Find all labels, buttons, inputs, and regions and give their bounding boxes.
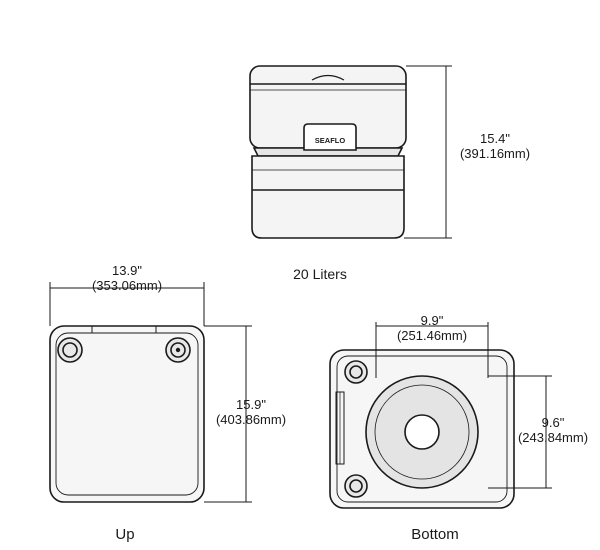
- bottom-height-label: 9.6" (243.84mm): [508, 415, 598, 446]
- side-height-dimension: [404, 65, 452, 239]
- up-depth-mm: (403.86mm): [215, 411, 287, 427]
- bottom-view-caption: Bottom: [411, 526, 459, 543]
- brand-logo-text: SEAFLO: [315, 136, 346, 145]
- capacity-label: 20 Liters: [293, 266, 347, 282]
- up-view-tank: [49, 325, 205, 503]
- side-height-label: 15.4" (391.16mm): [455, 131, 535, 162]
- bottom-width-dimension: [375, 322, 489, 378]
- bottom-width-label: 9.9" (251.46mm): [382, 313, 482, 344]
- side-view-tank: [249, 65, 407, 239]
- side-height-inches: 15.4": [480, 131, 510, 146]
- up-depth-label: 15.9" (403.86mm): [206, 397, 296, 428]
- up-width-inches: 13.9": [112, 263, 142, 278]
- up-width-dimension: [49, 282, 205, 326]
- bottom-height-inches: 9.6": [541, 415, 565, 430]
- bottom-width-mm: (251.46mm): [396, 327, 468, 343]
- up-width-label: 13.9" (353.06mm): [72, 263, 182, 294]
- bottom-height-mm: (243.84mm): [517, 429, 589, 445]
- up-depth-inches: 15.9": [236, 397, 266, 412]
- up-view-caption: Up: [115, 526, 135, 543]
- up-width-mm: (353.06mm): [91, 277, 163, 293]
- bottom-view-tank: [329, 349, 515, 509]
- bottom-width-inches: 9.9": [420, 313, 444, 328]
- side-height-mm: (391.16mm): [459, 145, 531, 161]
- bottom-height-dimension: [488, 375, 552, 489]
- up-depth-dimension: [204, 325, 252, 503]
